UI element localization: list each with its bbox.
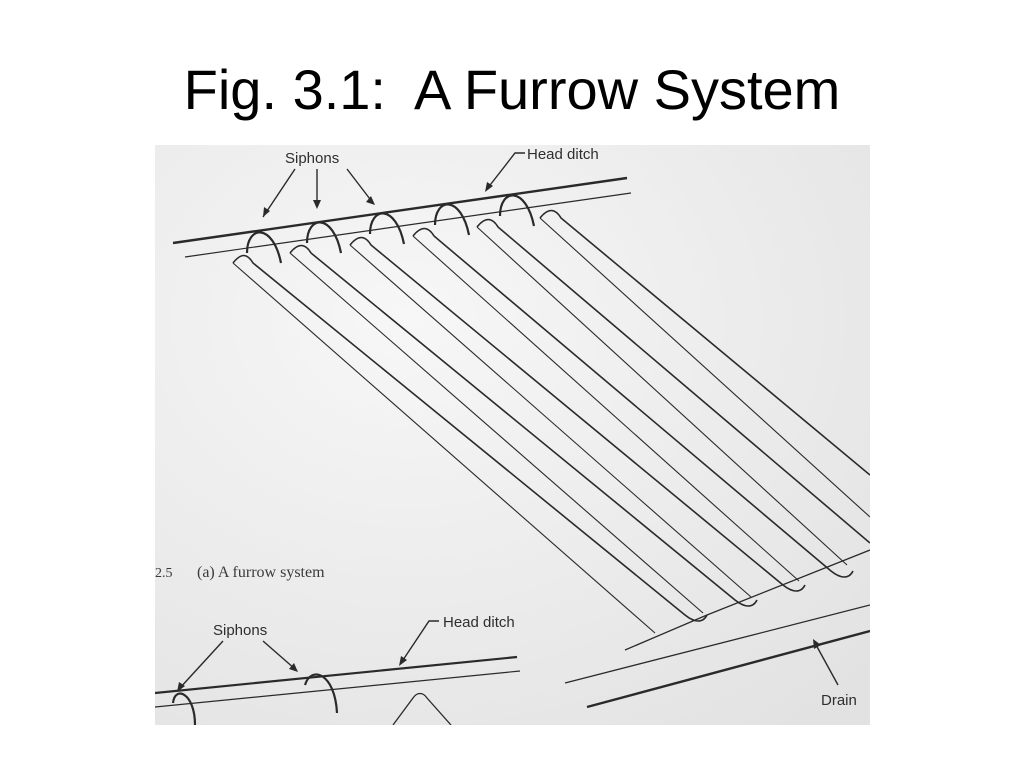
- caption-text: (a) A furrow system: [197, 564, 325, 581]
- upper-label-siphons: Siphons: [262, 150, 375, 218]
- furrow-diagram: Siphons Head ditch 2.5 (a) A furrow syst…: [155, 145, 870, 725]
- upper-siphons-label: Siphons: [285, 150, 339, 167]
- slide-title: Fig. 3.1: A Furrow System: [183, 58, 841, 121]
- upper-head-ditch-label: Head ditch: [527, 146, 599, 163]
- drain-label: Drain: [821, 692, 857, 709]
- upper-label-head-ditch: Head ditch: [485, 146, 599, 192]
- upper-siphons: [245, 194, 536, 264]
- figure-caption: 2.5 (a) A furrow system: [155, 564, 325, 581]
- furrow-system-figure: Siphons Head ditch 2.5 (a) A furrow syst…: [155, 145, 870, 725]
- lower-label-siphons: Siphons: [177, 622, 298, 692]
- lower-head-ditch-label: Head ditch: [443, 614, 515, 631]
- lower-head-ditch: [155, 655, 521, 725]
- lower-label-head-ditch: Head ditch: [399, 614, 515, 666]
- caption-number: 2.5: [155, 566, 173, 581]
- upper-furrow-ridges: [232, 209, 870, 651]
- drain: Drain: [564, 604, 870, 709]
- lower-siphons-label: Siphons: [213, 622, 267, 639]
- lower-siphons: [171, 673, 339, 725]
- upper-head-ditch: [172, 176, 632, 258]
